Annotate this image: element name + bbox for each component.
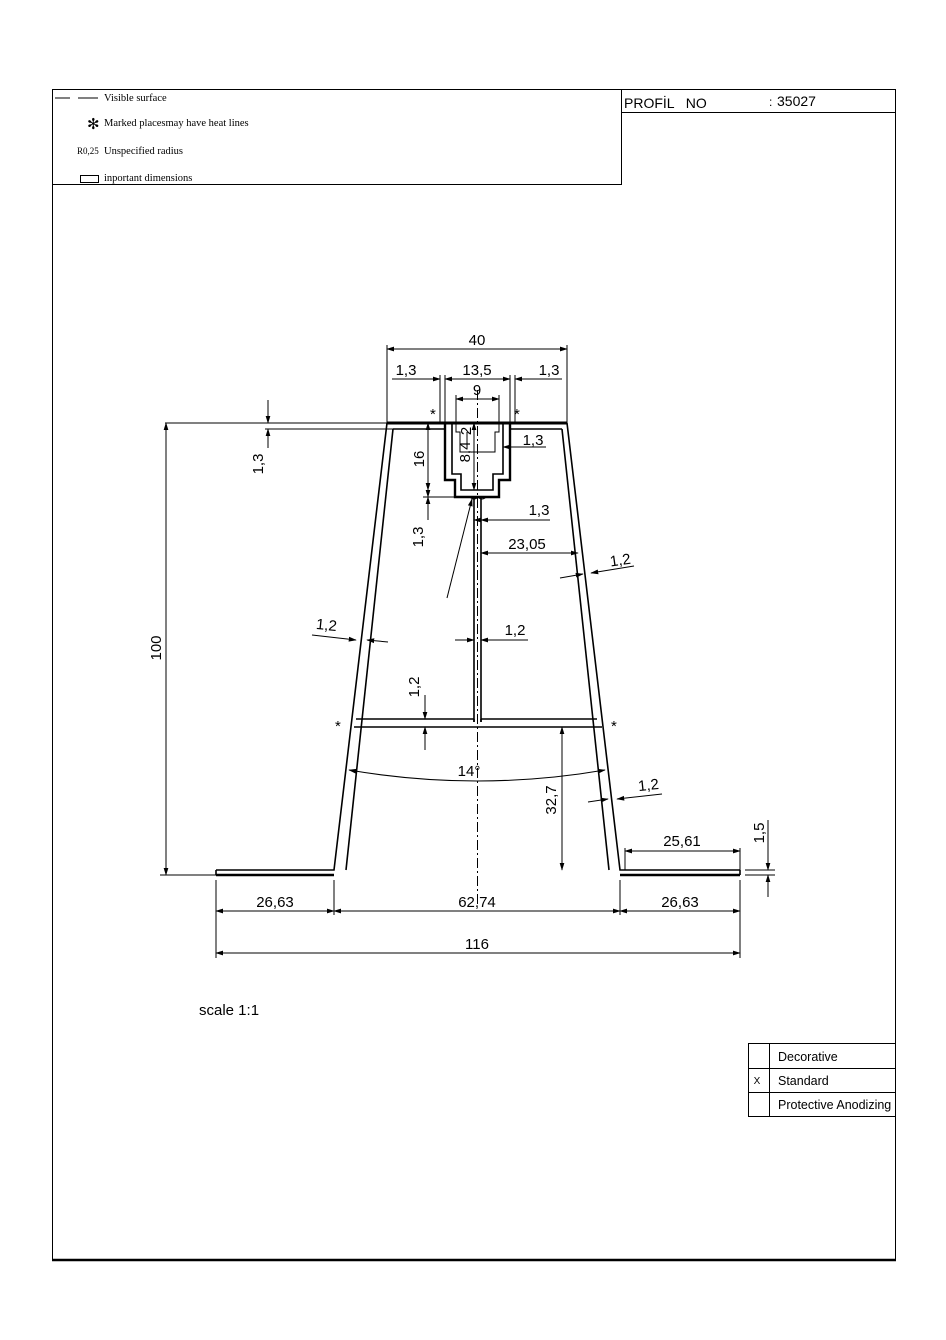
dim-channel-width: 13,5 xyxy=(462,362,491,379)
dim-total-width: 116 xyxy=(465,936,489,953)
dim-rib-left: 1,3 xyxy=(529,502,550,519)
finish-label-anodizing: Protective Anodizing xyxy=(778,1098,891,1112)
dim-wall-right: 1,3 xyxy=(539,362,560,379)
legend-radius: Unspecified radius xyxy=(104,146,183,157)
dimension-labels: 40 1,3 13,5 1,3 9 2 1,3 16 8,4 1,3 1,3 1… xyxy=(148,332,768,953)
dim-slot-depth: 8,4 xyxy=(457,442,474,463)
dim-channel-wall: 1,3 xyxy=(523,432,544,449)
finish-table: Decorative X Standard Protective Anodizi… xyxy=(748,1043,896,1117)
heat-mark-top-right: * xyxy=(514,406,520,423)
dim-channel-depth: 16 xyxy=(411,451,428,468)
dim-flange-left: 26,63 xyxy=(256,894,294,911)
profile-separator: : xyxy=(769,95,772,109)
title-block: PROFİL NO : 35027 xyxy=(621,89,896,113)
dim-flange-right: 26,63 xyxy=(661,894,699,911)
heat-mark-right: * xyxy=(611,718,617,735)
legend-visible-surface: Visible surface xyxy=(104,93,167,104)
legend-radius-symbol: R0,25 xyxy=(77,146,99,156)
finish-label-decorative: Decorative xyxy=(778,1050,838,1064)
dim-slot-top: 2 xyxy=(458,427,475,435)
legend-important-dims: inportant dimensions xyxy=(104,173,192,184)
dim-total-height: 100 xyxy=(148,635,165,660)
dimension-lines xyxy=(160,345,775,958)
legend-box: Visible surface ✻ Marked placesmay have … xyxy=(52,89,622,185)
important-dimension-box-icon xyxy=(80,175,99,183)
finish-label-standard: Standard xyxy=(778,1074,829,1088)
dim-top-width: 40 xyxy=(469,332,486,349)
dim-rib-thickness: 1,2 xyxy=(505,622,526,639)
dim-channel-bottom: 1,3 xyxy=(410,527,427,548)
heat-mark-left: * xyxy=(335,718,341,735)
dim-crossbar-height: 32,7 xyxy=(543,785,560,814)
dim-lower-wall-right: 1,2 xyxy=(637,776,660,795)
profile-number: 35027 xyxy=(777,93,816,109)
finish-mark-standard: X xyxy=(754,1076,761,1087)
dim-slot-width: 9 xyxy=(473,382,481,399)
profile-label: PROFİL NO xyxy=(624,94,707,111)
dim-outer-wall-right: 1,2 xyxy=(609,551,632,571)
dim-base-width: 62,74 xyxy=(458,894,496,911)
dim-rib-to-wall: 23,05 xyxy=(508,536,546,553)
legend-heat-lines: Marked placesmay have heat lines xyxy=(104,118,249,129)
dim-flange-thickness: 1,5 xyxy=(751,823,768,844)
heat-mark-top-left: * xyxy=(430,406,436,423)
heat-line-marks: * * * * xyxy=(335,406,617,735)
dim-outer-wall-left: 1,2 xyxy=(315,616,338,635)
dim-crossbar-thickness: 1,2 xyxy=(406,677,423,698)
dim-flange-length: 25,61 xyxy=(663,833,701,850)
dim-wall-left: 1,3 xyxy=(396,362,417,379)
dim-angle: 14° xyxy=(458,763,481,780)
dim-top-thickness: 1,3 xyxy=(250,454,267,475)
heat-line-symbol-icon: ✻ xyxy=(87,116,100,133)
scale-label: scale 1:1 xyxy=(199,1002,259,1019)
